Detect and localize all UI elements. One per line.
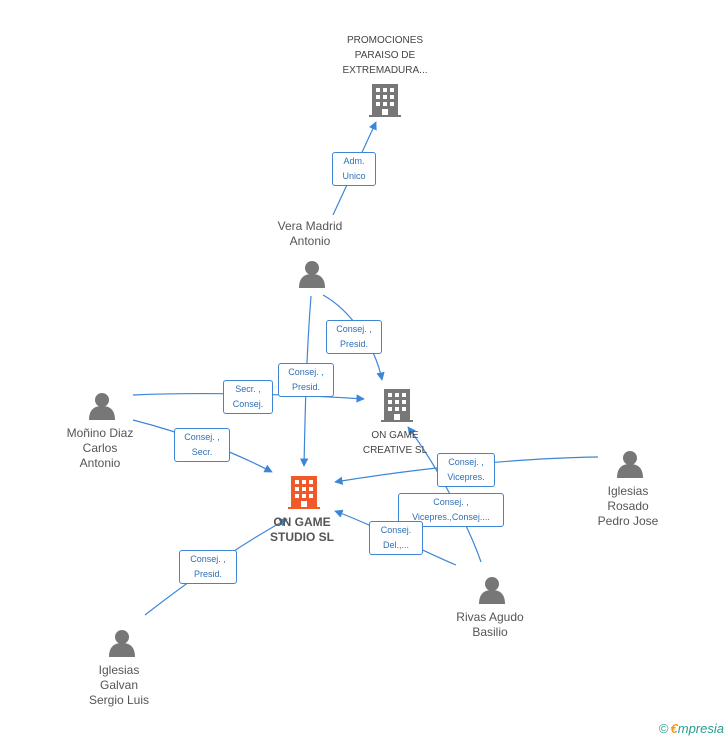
label-line: ON GAME [371,430,419,441]
building-icon [369,84,401,117]
person-icon [617,451,643,478]
person-icon [109,630,135,657]
relation-line: Consej. , [184,432,220,442]
relation-box-vera-studio[interactable]: Consej. , Presid. [278,363,334,397]
relation-box-adm-unico[interactable]: Adm. Unico [332,152,376,186]
company-label-ongame-creative[interactable]: ON GAME CREATIVE SL [345,428,445,458]
label-line: Iglesias [607,484,649,498]
relation-line: Consej. , [336,324,372,334]
relation-line: Presid. [291,382,320,392]
label-line: EXTREMADURA... [342,65,428,76]
relation-line: Secr. , [235,384,261,394]
label-line: Rosado [607,499,649,513]
label-line: Iglesias [98,663,140,677]
label-line: Galvan [99,678,139,692]
relation-line: Unico [342,171,366,181]
person-icon [299,261,325,288]
relation-line: Consej. [232,399,264,409]
brand-footer[interactable]: ©€mpresia [659,721,724,736]
relation-line: Vicepres. [447,472,485,482]
relation-line: Consej. , [448,457,484,467]
relation-line: Presid. [193,569,222,579]
company-label-promociones[interactable]: PROMOCIONES PARAISO DE EXTREMADURA... [325,33,445,78]
person-icon [479,577,505,604]
label-line: STUDIO SL [269,530,334,544]
building-icon [381,389,413,422]
person-label-vera[interactable]: Vera Madrid Antonio [260,219,360,249]
label-line: Sergio Luis [88,693,150,707]
relation-line: Consej. , [190,554,226,564]
relation-line: Consej. , [433,497,469,507]
relation-line: Vicepres.,Consej.... [412,512,490,522]
label-line: Vera Madrid [277,219,343,233]
brand-logo-e: € [670,721,678,736]
person-label-iglesias-rosado[interactable]: Iglesias Rosado Pedro Jose [578,484,678,529]
person-label-iglesias-galvan[interactable]: Iglesias Galvan Sergio Luis [69,663,169,708]
relation-line: Consej. , [288,367,324,377]
label-line: Basilio [472,625,508,639]
relation-box-rivas-studio[interactable]: Consej. Del.,... [369,521,423,555]
relation-box-rosado-studio[interactable]: Consej. , Vicepres. [437,453,495,487]
relation-line: Adm. [343,156,365,166]
label-line: PROMOCIONES [346,35,424,46]
label-line: Pedro Jose [597,514,659,528]
main-building-icon [288,476,320,509]
copyright-symbol: © [658,721,669,736]
relation-line: Consej. [380,525,412,535]
label-line: Antonio [79,456,121,470]
person-icon [89,393,115,420]
label-line: Antonio [289,234,331,248]
label-line: Carlos [82,441,118,455]
label-line: CREATIVE SL [362,445,428,456]
label-line: Rivas Agudo [456,610,524,624]
label-line: ON GAME [273,515,331,529]
relation-line: Secr. [191,447,213,457]
person-label-rivas[interactable]: Rivas Agudo Basilio [440,610,540,640]
person-label-monino[interactable]: Moñino Diaz Carlos Antonio [50,426,150,471]
label-line: PARAISO DE [354,50,416,61]
relation-box-vera-creative[interactable]: Consej. , Presid. [326,320,382,354]
relation-box-galvan-studio[interactable]: Consej. , Presid. [179,550,237,584]
brand-name: mpresia [677,721,724,736]
relation-line: Del.,... [382,540,409,550]
label-line: Moñino Diaz [66,426,134,440]
relation-line: Presid. [339,339,368,349]
relation-box-monino-creative[interactable]: Secr. , Consej. [223,380,273,414]
company-label-ongame-studio[interactable]: ON GAME STUDIO SL [252,515,352,545]
relation-box-monino-studio[interactable]: Consej. , Secr. [174,428,230,462]
